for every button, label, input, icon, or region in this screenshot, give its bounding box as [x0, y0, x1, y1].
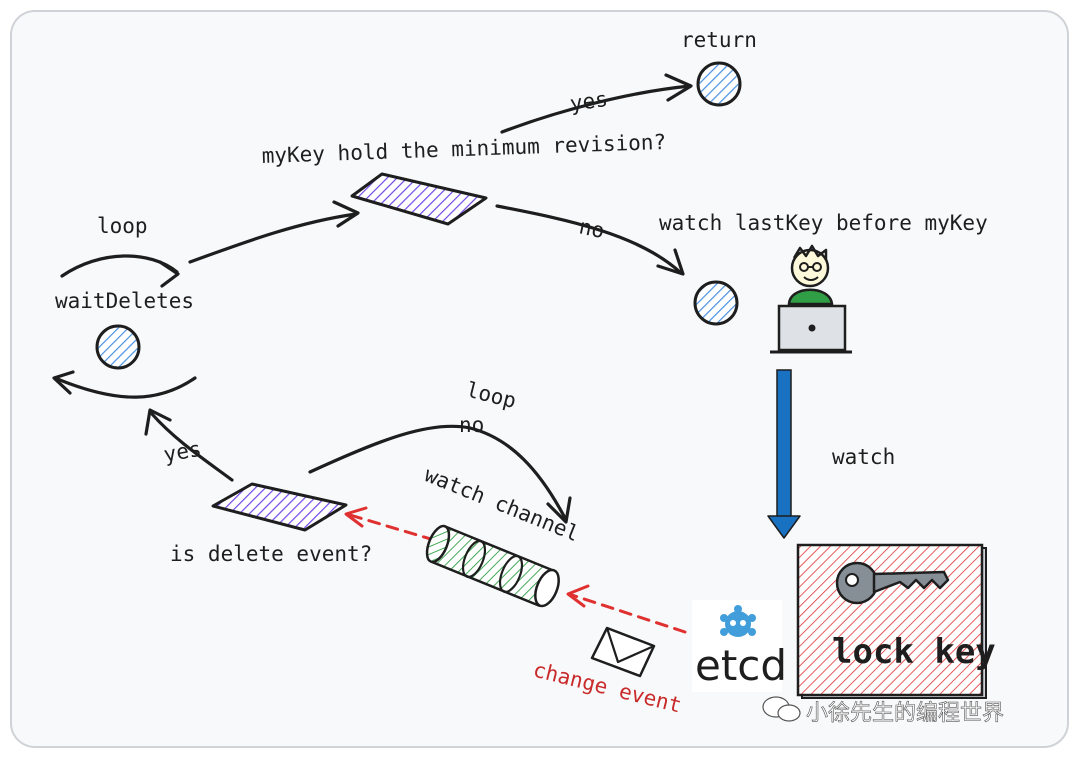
etcd-logo-icon: [692, 600, 782, 692]
yes-up-arrow: [150, 412, 234, 482]
lock-key-box: [796, 543, 987, 699]
watch-last-label: watch lastKey before myKey: [659, 211, 988, 235]
person-at-laptop-icon: [770, 244, 852, 354]
to-decision-arrow: [188, 212, 358, 264]
yes-up-arrow-head: [144, 408, 172, 436]
no-arrow: [495, 204, 683, 275]
no-mid-label: no: [459, 413, 484, 437]
change-dashed-arrow: [570, 593, 687, 634]
loop-no-arrow: [308, 424, 568, 522]
return-label: return: [681, 28, 757, 52]
envelope-icon: [590, 626, 656, 678]
watch-node: [693, 280, 739, 326]
wait-deletes-node: [95, 324, 141, 370]
to-decision-arrow-head: [332, 200, 360, 228]
watch-arrow: [767, 369, 801, 539]
delete-event-dashed-arrow-head: [344, 506, 368, 528]
key-icon: [835, 561, 950, 605]
loop-left-label: loop: [97, 214, 148, 238]
wait-deletes-label: waitDeletes: [55, 289, 194, 313]
lock-key-label: lock key: [832, 632, 996, 672]
min-revision-decision: [350, 172, 488, 226]
delete-event-dashed-arrow: [348, 513, 436, 542]
no-top-label: no: [577, 214, 607, 243]
wechat-icon: [762, 696, 801, 722]
return-node: [696, 61, 742, 107]
yes-arrow-head: [664, 73, 693, 102]
watermark-label: 小徐先生的编程世界: [806, 701, 1004, 726]
etcd-label: etcd: [695, 641, 787, 690]
delete-event-decision: [211, 482, 348, 532]
watch-channel-cylinder: [425, 524, 560, 608]
back-arrow: [53, 376, 197, 399]
watch-label: watch: [832, 445, 895, 469]
decision-bottom-label: is delete event?: [170, 542, 372, 566]
loop-arrow-head: [158, 260, 180, 288]
no-arrow-head: [656, 248, 685, 276]
yes-top-label: yes: [568, 87, 609, 116]
loop-no-arrow-head: [546, 496, 572, 524]
yes-arrow: [500, 84, 692, 134]
change-dashed-arrow-head: [566, 584, 590, 608]
back-arrow-head: [52, 370, 75, 395]
